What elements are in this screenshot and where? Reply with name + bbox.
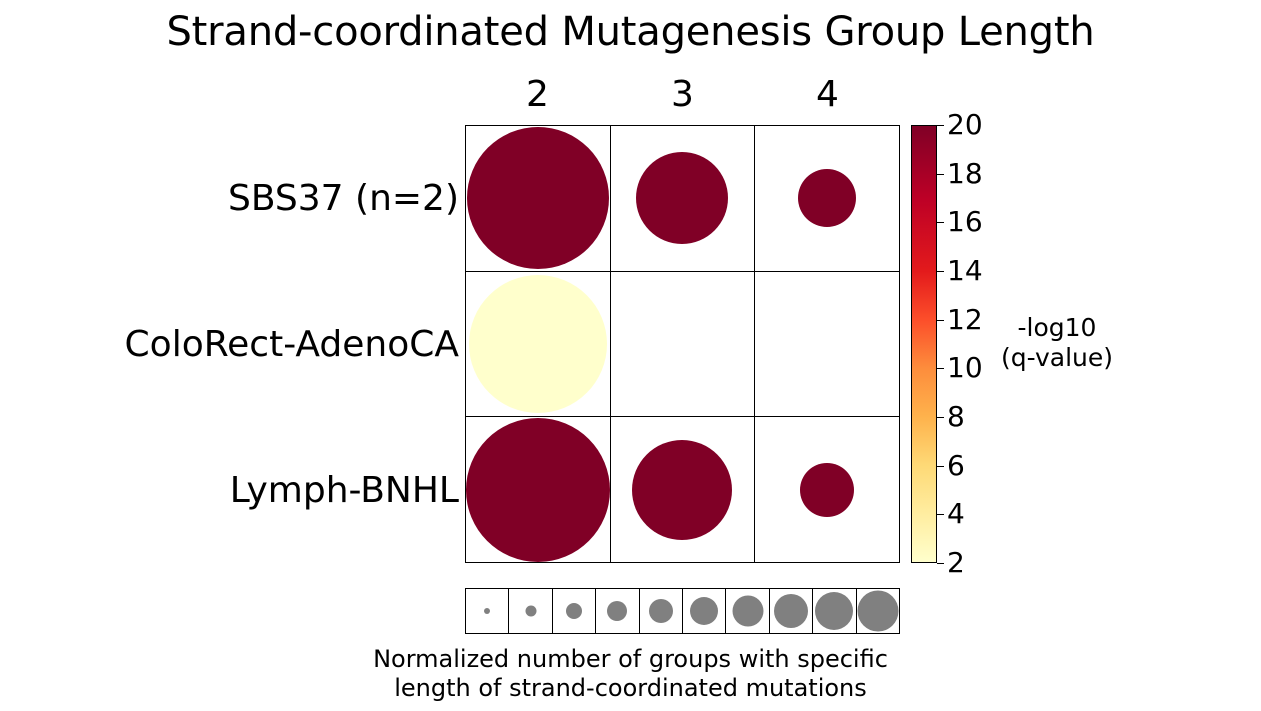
bubble-r2c1 (632, 439, 733, 540)
size-legend-cell-8 (813, 589, 857, 634)
size-legend-cell-0 (466, 589, 510, 634)
colorbar (911, 125, 937, 563)
page-title: Strand-coordinated Mutagenesis Group Len… (166, 9, 1095, 55)
bubble-r0c1 (636, 152, 729, 245)
colorbar-tick-4 (937, 514, 944, 516)
size-legend-cell-3 (596, 589, 640, 634)
colorbar-ticklabel-4: 4 (947, 497, 965, 531)
column-header-row: 2 3 4 (465, 72, 900, 122)
matrix-cell-r1c1[interactable] (610, 271, 756, 418)
matrix-cell-r0c1[interactable] (610, 126, 756, 272)
matrix-cell-r2c1[interactable] (610, 417, 756, 563)
row-label-sbs37: SBS37 (n=2) (228, 177, 459, 219)
colorbar-tick-16 (937, 222, 944, 224)
bubble-r0c0 (466, 127, 609, 270)
bubble-r2c0 (465, 417, 610, 562)
matrix-cell-r1c2[interactable] (755, 271, 900, 418)
size-legend-caption: Normalized number of groups with specifi… (0, 645, 1261, 703)
colorbar-label-line-1: (q-value) (1000, 343, 1113, 372)
size-legend-cell-1 (509, 589, 553, 634)
colorbar-ticklabel-8: 8 (947, 400, 965, 433)
size-legend-bubble-7 (773, 594, 808, 628)
size-legend-caption-line-1: length of strand-coordinated mutations (394, 674, 867, 702)
colorbar-tick-12 (937, 319, 944, 321)
size-legend-cell-9 (856, 589, 900, 634)
size-legend (465, 588, 900, 634)
row-label-lymph-bnhl: Lymph-BNHL (229, 469, 459, 511)
size-legend-bubble-0 (484, 608, 491, 614)
size-legend-bubble-4 (648, 599, 673, 623)
colorbar-ticklabel-12: 12 (947, 302, 983, 336)
colorbar-tick-20 (937, 125, 944, 126)
colorbar-gradient (911, 125, 937, 563)
size-legend-cell-7 (769, 589, 814, 634)
colorbar-tick-8 (937, 417, 944, 418)
colorbar-tick-2 (937, 563, 944, 564)
colorbar-ticklabel-10: 10 (947, 351, 983, 385)
colorbar-ticklabel-20: 20 (947, 108, 983, 141)
colorbar-ticklabel-14: 14 (947, 254, 983, 287)
size-legend-bubble-9 (857, 590, 899, 632)
colorbar-ticklabel-18: 18 (947, 156, 983, 190)
size-legend-cell-6 (726, 589, 770, 634)
colorbar-ticklabel-2: 2 (947, 546, 965, 579)
matrix-cell-r0c0[interactable] (466, 126, 611, 272)
size-legend-bubble-3 (607, 601, 628, 621)
matrix-cell-r1c0[interactable] (466, 271, 611, 418)
matrix-cell-r2c2[interactable] (755, 417, 900, 563)
colorbar-label-line-0: -log10 (1017, 313, 1097, 342)
column-header-2: 4 (816, 74, 839, 115)
matrix-cell-r2c0[interactable] (465, 417, 611, 563)
size-legend-bubble-2 (565, 603, 582, 619)
column-header-1: 3 (671, 74, 694, 115)
colorbar-tick-18 (937, 173, 944, 175)
size-legend-cell-4 (639, 589, 683, 634)
bubble-r2c2 (800, 462, 855, 517)
row-label-column: SBS37 (n=2) ColoRect-AdenoCA Lymph-BNHL (0, 125, 462, 563)
colorbar-axis-label: -log10 (q-value) (992, 313, 1122, 373)
colorbar-ticklabel-16: 16 (947, 205, 983, 239)
size-legend-caption-line-0: Normalized number of groups with specifi… (373, 645, 888, 673)
size-legend-bubble-6 (732, 595, 764, 627)
matrix-cell-r0c2[interactable] (755, 126, 900, 272)
colorbar-tick-14 (937, 271, 944, 272)
colorbar-tick-10 (937, 368, 944, 370)
bubble-r0c2 (798, 169, 857, 228)
size-legend-bubble-8 (815, 592, 854, 630)
row-label-colorect-adenoca: ColoRect-AdenoCA (124, 323, 459, 365)
size-legend-cell-5 (683, 589, 727, 634)
bubble-matrix (465, 125, 900, 563)
colorbar-tick-6 (937, 465, 944, 467)
size-legend-bubble-1 (525, 605, 537, 617)
colorbar-ticklabel-6: 6 (947, 448, 965, 482)
size-legend-cell-2 (552, 589, 597, 634)
column-header-0: 2 (526, 74, 549, 115)
bubble-r1c0 (468, 274, 607, 413)
size-legend-bubble-5 (690, 597, 719, 625)
